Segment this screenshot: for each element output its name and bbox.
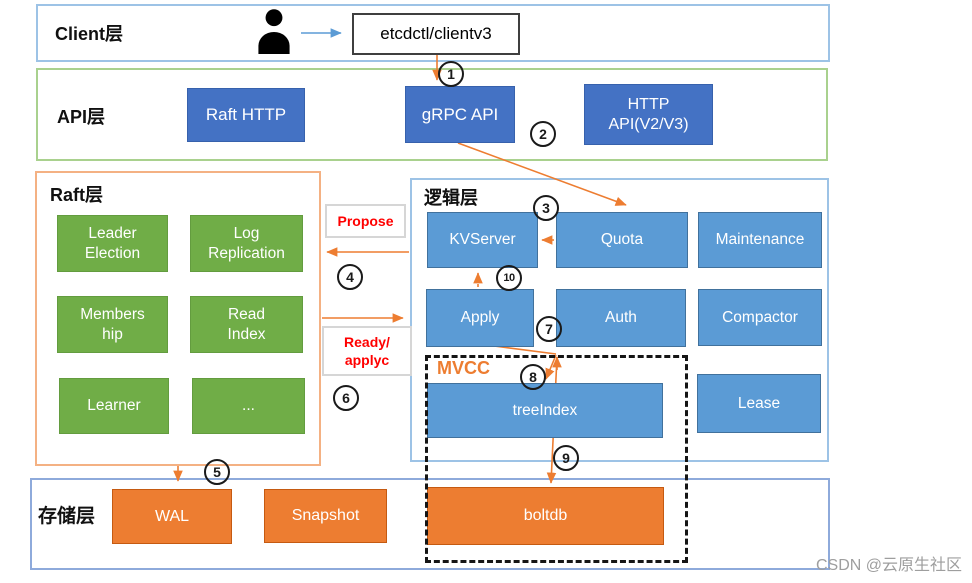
apply-label: Apply xyxy=(460,309,500,327)
kvserver-box: KVServer xyxy=(427,212,538,268)
step-badge-6: 6 xyxy=(333,385,359,411)
propose-label-box: Propose xyxy=(325,204,406,238)
raft-http-box: Raft HTTP xyxy=(187,88,305,142)
raft-http-label: Raft HTTP xyxy=(205,105,287,125)
step-badge-7: 7 xyxy=(536,316,562,342)
http-api-box: HTTP API(V2/V3) xyxy=(584,84,713,145)
watermark: CSDN @云原生社区 xyxy=(815,557,962,574)
lease-label: Lease xyxy=(737,394,781,412)
ready-label-line1: Ready/ xyxy=(344,333,390,350)
maintenance-box: Maintenance xyxy=(698,212,822,268)
ready-applyc-label-box: Ready/ applyc xyxy=(322,326,412,376)
membership-label: Members hip xyxy=(80,306,145,343)
treeindex-label: treeIndex xyxy=(512,401,578,419)
read-index-label: Read Index xyxy=(227,306,266,343)
ready-label-line2: applyc xyxy=(344,352,390,368)
log-replication-box: Log Replication xyxy=(190,215,303,272)
lease-box: Lease xyxy=(697,374,821,433)
quota-label: Quota xyxy=(600,231,644,249)
leader-election-box: Leader Election xyxy=(57,215,168,272)
wal-box: WAL xyxy=(112,489,232,544)
propose-label: Propose xyxy=(337,212,394,229)
user-icon xyxy=(258,9,290,54)
grpc-api-label: gRPC API xyxy=(421,104,499,124)
http-api-label: HTTP API(V2/V3) xyxy=(608,95,689,133)
compactor-box: Compactor xyxy=(698,289,822,346)
grpc-api-box: gRPC API xyxy=(405,86,515,143)
maintenance-label: Maintenance xyxy=(715,231,805,249)
mvcc-label: MVCC xyxy=(437,358,490,378)
read-index-box: Read Index xyxy=(190,296,303,353)
learner-box: Learner xyxy=(59,378,169,434)
etcdctl-clientv3-label: etcdctl/clientv3 xyxy=(380,24,492,44)
log-replication-label: Log Replication xyxy=(208,225,285,262)
step-badge-4: 4 xyxy=(337,264,363,290)
step-badge-1: 1 xyxy=(438,61,464,87)
step-badge-8: 8 xyxy=(520,364,546,390)
treeindex-box: treeIndex xyxy=(427,383,663,438)
etcdctl-clientv3-box: etcdctl/clientv3 xyxy=(352,13,520,55)
learner-label: Learner xyxy=(87,397,141,415)
step-badge-10: 10 xyxy=(496,265,522,291)
boltdb-box: boltdb xyxy=(427,487,664,545)
snapshot-box: Snapshot xyxy=(264,489,387,543)
logic-layer-label: 逻辑层 xyxy=(424,188,478,208)
storage-layer-label: 存储层 xyxy=(38,506,96,527)
wal-label: WAL xyxy=(154,507,190,525)
step-badge-5: 5 xyxy=(204,459,230,485)
membership-box: Members hip xyxy=(57,296,168,353)
client-layer-label: Client层 xyxy=(55,24,124,44)
compactor-label: Compactor xyxy=(722,308,798,326)
auth-box: Auth xyxy=(556,289,686,347)
step-badge-2: 2 xyxy=(530,121,556,147)
step-badge-9: 9 xyxy=(553,445,579,471)
apply-box: Apply xyxy=(426,289,534,347)
leader-election-label: Leader Election xyxy=(84,225,141,262)
quota-box: Quota xyxy=(556,212,688,268)
api-layer-label: API层 xyxy=(57,107,106,127)
snapshot-label: Snapshot xyxy=(291,507,360,524)
auth-label: Auth xyxy=(605,309,637,327)
kvserver-label: KVServer xyxy=(449,231,516,249)
step-badge-3: 3 xyxy=(533,195,559,221)
raft-layer-label: Raft层 xyxy=(50,185,103,205)
raft-more-label: ... xyxy=(242,397,255,415)
boltdb-label: boltdb xyxy=(523,507,568,524)
raft-more-box: ... xyxy=(192,378,305,434)
